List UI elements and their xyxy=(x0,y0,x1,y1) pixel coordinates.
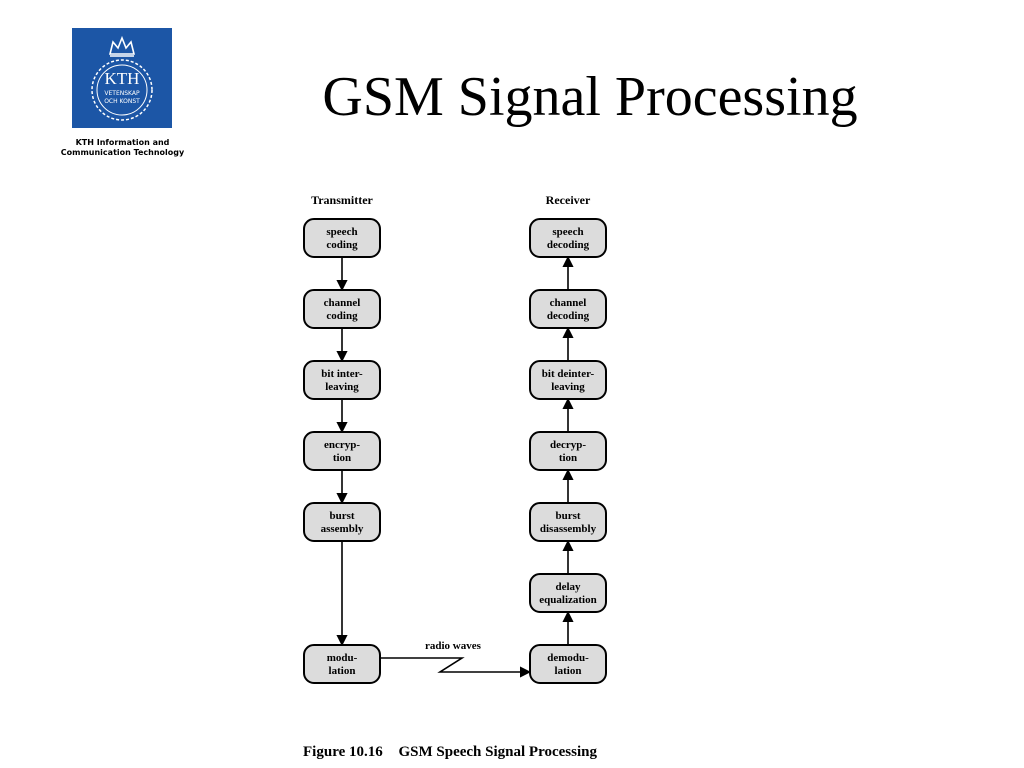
transmitter-step-6: modu-lation xyxy=(303,644,381,684)
transmitter-step-4-label-1: encryp- xyxy=(324,439,360,451)
receiver-step-2-box xyxy=(529,289,607,329)
transmitter-step-6-box xyxy=(303,644,381,684)
diagram-edges xyxy=(336,255,574,678)
transmitter-step-2-box xyxy=(303,289,381,329)
receiver-heading: Receiver xyxy=(546,193,591,207)
transmitter-step-5-label-1: burst xyxy=(329,510,354,522)
transmitter-step-6-label-2: lation xyxy=(329,665,356,677)
receiver-step-7-label-2: lation xyxy=(555,665,582,677)
kth-crown-seal-icon: KTH VETENSKAP OCH KONST xyxy=(91,35,153,121)
logo-caption-line-2: Communication Technology xyxy=(60,148,185,157)
receiver-step-1-box xyxy=(529,218,607,258)
receiver-step-4: decryp-tion xyxy=(529,431,607,471)
kth-logo: KTH VETENSKAP OCH KONST xyxy=(72,28,172,128)
transmitter-step-4-box xyxy=(303,431,381,471)
receiver-step-6-label-1: delay xyxy=(555,581,581,593)
receiver-step-7-box xyxy=(529,644,607,684)
transmitter-step-5-box xyxy=(303,502,381,542)
figure-caption: Figure 10.16 GSM Speech Signal Processin… xyxy=(180,744,720,761)
receiver-step-5-label-2: disassembly xyxy=(540,523,597,535)
transmitter-step-1-label-1: speech xyxy=(326,226,357,238)
receiver-step-3: bit deinter-leaving xyxy=(529,360,607,400)
receiver-step-7-label-1: demodu- xyxy=(547,652,589,664)
receiver-step-4-label-2: tion xyxy=(559,452,577,464)
logo-line-2: OCH KONST xyxy=(104,98,140,105)
logo-main-text: KTH xyxy=(105,69,140,88)
transmitter-step-2-label-1: channel xyxy=(324,297,361,309)
receiver-step-4-label-1: decryp- xyxy=(550,439,586,451)
transmitter-step-6-label-1: modu- xyxy=(327,652,358,664)
radio-waves-label: radio waves xyxy=(425,640,482,652)
radio-link-arrow xyxy=(380,657,532,678)
transmitter-step-2-label-2: coding xyxy=(326,310,358,322)
receiver-step-4-box xyxy=(529,431,607,471)
transmitter-step-4-label-2: tion xyxy=(333,452,351,464)
figure-number: Figure 10.16 xyxy=(303,744,383,760)
receiver-step-5-label-1: burst xyxy=(555,510,580,522)
transmitter-heading: Transmitter xyxy=(311,193,373,207)
logo-line-1: VETENSKAP xyxy=(104,90,140,97)
receiver-step-3-label-2: leaving xyxy=(551,381,585,393)
receiver-step-3-label-1: bit deinter- xyxy=(542,368,595,380)
receiver-step-1-label-2: decoding xyxy=(547,239,590,251)
slide-title: GSM Signal Processing xyxy=(322,66,858,128)
logo-caption-line-1: KTH Information and xyxy=(75,138,170,147)
transmitter-step-3-label-2: leaving xyxy=(325,381,359,393)
receiver-step-1-label-1: speech xyxy=(552,226,583,238)
transmitter-step-1-box xyxy=(303,218,381,258)
transmitter-step-3-label-1: bit inter- xyxy=(321,368,363,380)
receiver-step-2-label-2: decoding xyxy=(547,310,590,322)
receiver-step-6-box xyxy=(529,573,607,613)
transmitter-step-5-label-2: assembly xyxy=(321,523,364,535)
receiver-step-5-box xyxy=(529,502,607,542)
receiver-step-7: demodu-lation xyxy=(529,644,607,684)
transmitter-step-4: encryp-tion xyxy=(303,431,381,471)
logo-caption: KTH Information and Communication Techno… xyxy=(30,138,215,158)
transmitter-step-1-label-2: coding xyxy=(326,239,358,251)
transmitter-step-3: bit inter-leaving xyxy=(303,360,381,400)
receiver-step-2-label-1: channel xyxy=(550,297,587,309)
figure-caption-text: GSM Speech Signal Processing xyxy=(398,744,597,760)
transmitter-step-3-box xyxy=(303,360,381,400)
receiver-step-3-box xyxy=(529,360,607,400)
receiver-step-6-label-2: equalization xyxy=(539,594,596,606)
